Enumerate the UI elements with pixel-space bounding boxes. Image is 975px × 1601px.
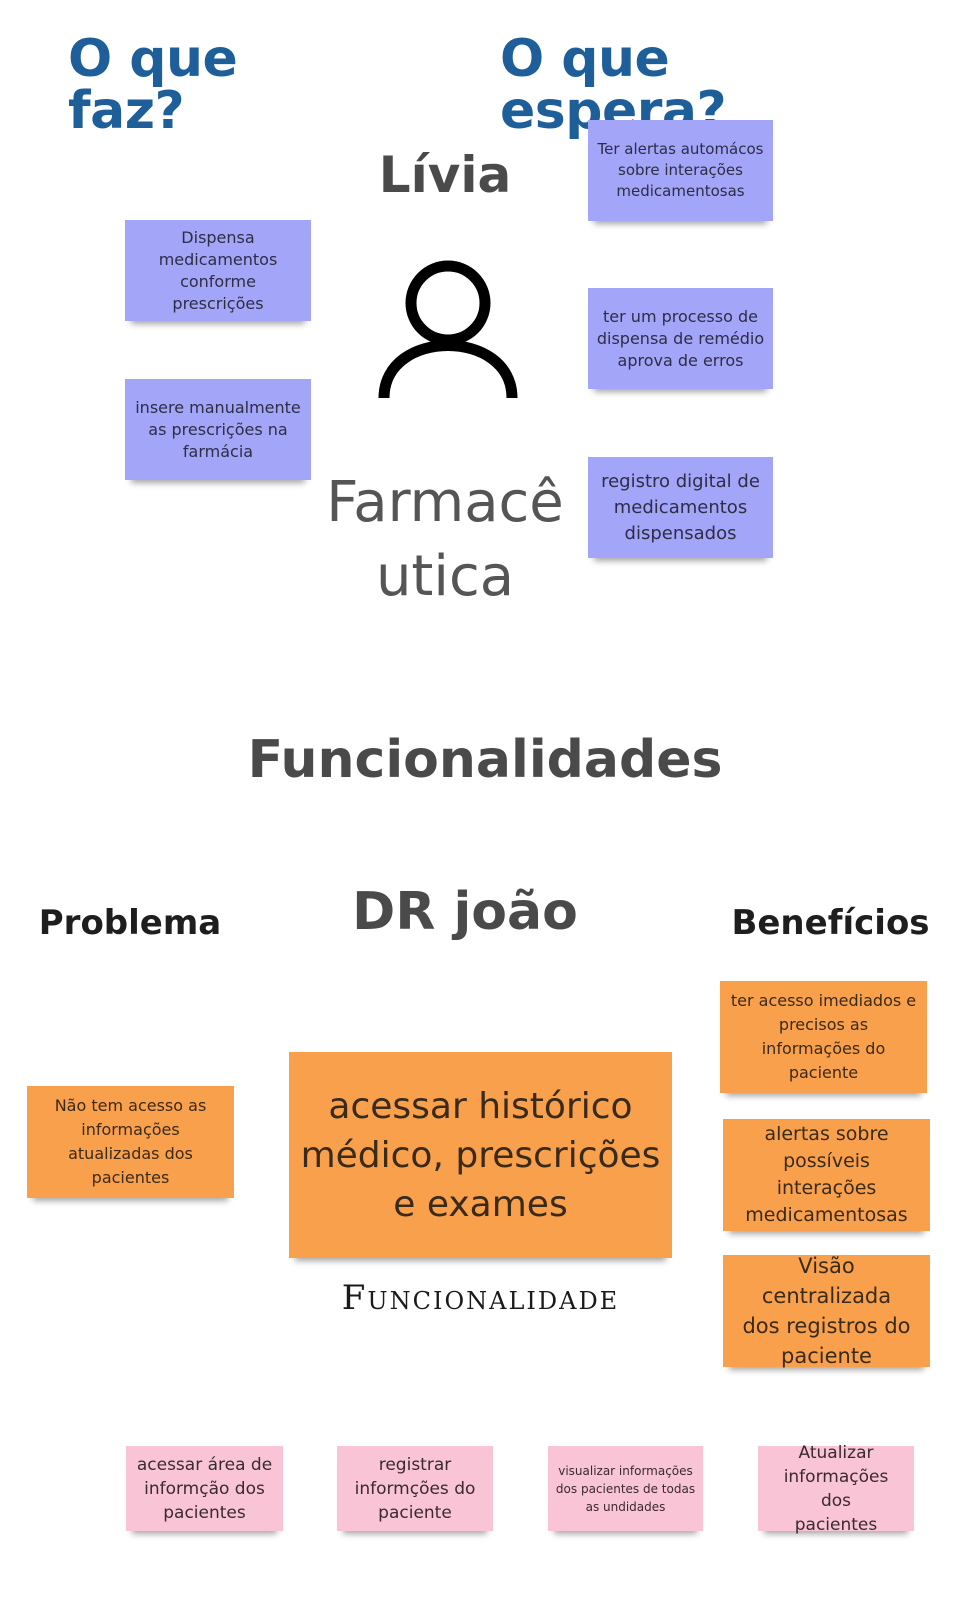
sticky-benefit-3: Visão centralizada dos registros do paci… bbox=[723, 1254, 930, 1368]
sticky-expects-2: ter um processo de dispensa de remédio a… bbox=[588, 288, 773, 389]
sticky-feature-1: acessar área de informção dos pacientes bbox=[126, 1446, 283, 1531]
sticky-does-2: insere manualmente as prescrições na far… bbox=[125, 379, 311, 480]
sticky-problem: Não tem acesso as informações atualizada… bbox=[27, 1086, 234, 1198]
sticky-benefit-1: ter acesso imediados e precisos as infor… bbox=[720, 981, 927, 1093]
feature-caption: Funcionalidade bbox=[341, 1278, 620, 1318]
heading-problem: Problema bbox=[38, 903, 222, 943]
persona-name-joao: DR joão bbox=[352, 882, 578, 942]
person-icon bbox=[374, 258, 522, 403]
heading-benefits: Benefícios bbox=[731, 903, 930, 943]
sticky-expects-1: Ter alertas automácos sobre interações m… bbox=[588, 120, 773, 221]
heading-what-expects: O que espera? bbox=[500, 29, 727, 141]
sticky-feature-2: registrar informções do paciente bbox=[337, 1446, 493, 1531]
sticky-feature-4: Atualizar informações dos pacientes bbox=[758, 1443, 914, 1535]
persona-role-label: Farmacê utica bbox=[326, 470, 564, 609]
sticky-benefit-2: alertas sobre possíveis interações medic… bbox=[723, 1119, 930, 1231]
sticky-expects-3: registro digital de medicamentos dispens… bbox=[588, 457, 773, 558]
sticky-main-feature: acessar histórico médico, prescrições e … bbox=[289, 1052, 672, 1258]
persona-name-livia: Lívia bbox=[378, 146, 512, 204]
sticky-feature-3: visualizar informações dos pacientes de … bbox=[548, 1446, 703, 1531]
heading-what-does: O que faz? bbox=[68, 29, 238, 141]
sticky-does-1: Dispensa medicamentos conforme prescriçõ… bbox=[125, 220, 311, 321]
heading-features: Funcionalidades bbox=[247, 730, 723, 790]
